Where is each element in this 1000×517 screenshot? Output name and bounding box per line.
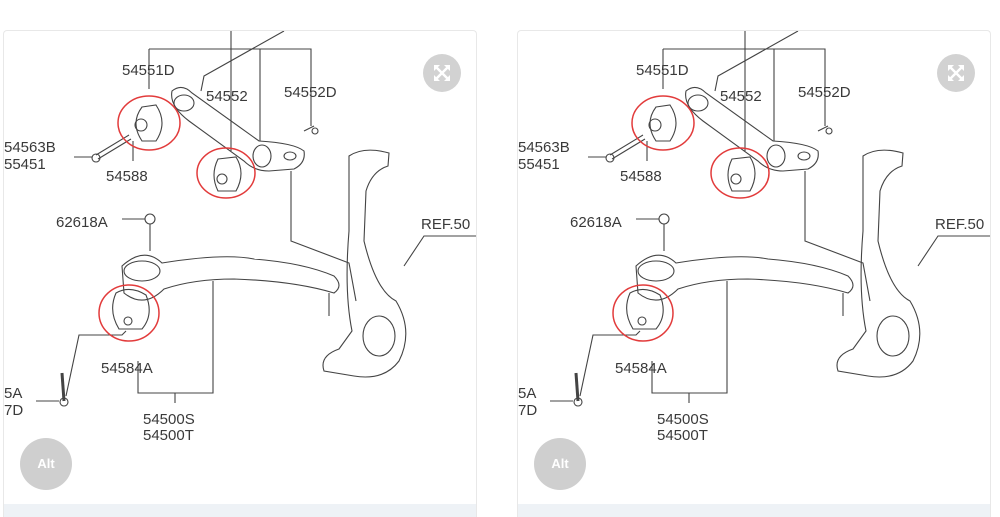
highlight-circle (117, 95, 181, 151)
part-label: 62618A (56, 214, 108, 231)
leader-line (403, 235, 476, 267)
highlight-circle (196, 147, 256, 199)
bushing-part (112, 288, 150, 330)
leader-line (663, 48, 826, 126)
part-label: 54500S (143, 411, 195, 428)
part-label: 54563B (4, 139, 56, 156)
leader-line (290, 171, 357, 302)
part-label: 7D (4, 402, 23, 419)
bushing-part (135, 104, 163, 142)
lower-arm-part (121, 254, 340, 301)
leader-line (804, 171, 871, 302)
part-label: 54588 (106, 168, 148, 185)
bushing-part (626, 288, 664, 330)
part-label: 54500T (143, 427, 194, 444)
highlight-circles (612, 95, 770, 342)
bolt-part (609, 134, 646, 160)
part-label: 54552 (206, 88, 248, 105)
leader-line (636, 218, 665, 251)
part-label: 54552D (284, 84, 337, 101)
part-label: 54588 (620, 168, 662, 185)
leader-line (122, 218, 151, 251)
expand-arrows-icon (948, 65, 964, 81)
product-image-card[interactable]: 54551D 54552 54552D 54563B 55451 54588 6… (3, 30, 477, 517)
part-label: 55451 (4, 156, 46, 173)
highlight-circles (98, 95, 256, 342)
part-label: 54552D (798, 84, 851, 101)
upper-arm-part (685, 86, 819, 172)
ref-label: REF.50 (421, 216, 470, 233)
card-footer (4, 504, 476, 517)
parts-diagram: 54551D 54552 54552D 54563B 55451 54588 6… (4, 31, 476, 444)
part-label: 54584A (615, 360, 667, 377)
upper-arm-part (171, 86, 305, 172)
leader-line (714, 31, 799, 92)
alt-text-button[interactable]: Alt (534, 438, 586, 490)
part-label: 54552 (720, 88, 762, 105)
part-label: 54551D (636, 62, 689, 79)
ref-label: REF.50 (935, 216, 984, 233)
leader-line (200, 31, 285, 92)
part-label: 62618A (570, 214, 622, 231)
part-label: 54500T (657, 427, 708, 444)
expand-arrows-icon (434, 65, 450, 81)
card-footer (518, 504, 990, 517)
part-label: 7D (518, 402, 537, 419)
part-label: 54500S (657, 411, 709, 428)
leader-line (65, 330, 127, 397)
highlight-circle (631, 95, 695, 151)
part-label: 54584A (101, 360, 153, 377)
leader-line (149, 48, 312, 126)
highlight-circle (98, 284, 160, 342)
highlight-circle (710, 147, 770, 199)
parts-diagram: 54551D 54552 54552D 54563B 55451 54588 6… (518, 31, 990, 444)
expand-button[interactable] (937, 54, 975, 92)
part-label: 55451 (518, 156, 560, 173)
bushing-part (649, 104, 677, 142)
part-label: 5A (518, 385, 536, 402)
bushing-part (213, 156, 242, 192)
leader-line (579, 330, 641, 397)
bushing-part (727, 156, 756, 192)
knuckle-part (836, 149, 921, 378)
leader-line (917, 235, 990, 267)
part-label: 54563B (518, 139, 570, 156)
part-label: 54551D (122, 62, 175, 79)
highlight-circle (612, 284, 674, 342)
part-label: 5A (4, 385, 22, 402)
knuckle-part (322, 149, 407, 378)
alt-text-button[interactable]: Alt (20, 438, 72, 490)
product-image-card[interactable]: 54551D 54552 54552D 54563B 55451 54588 6… (517, 30, 991, 517)
expand-button[interactable] (423, 54, 461, 92)
bolt-part (95, 134, 132, 160)
lower-arm-part (635, 254, 854, 301)
